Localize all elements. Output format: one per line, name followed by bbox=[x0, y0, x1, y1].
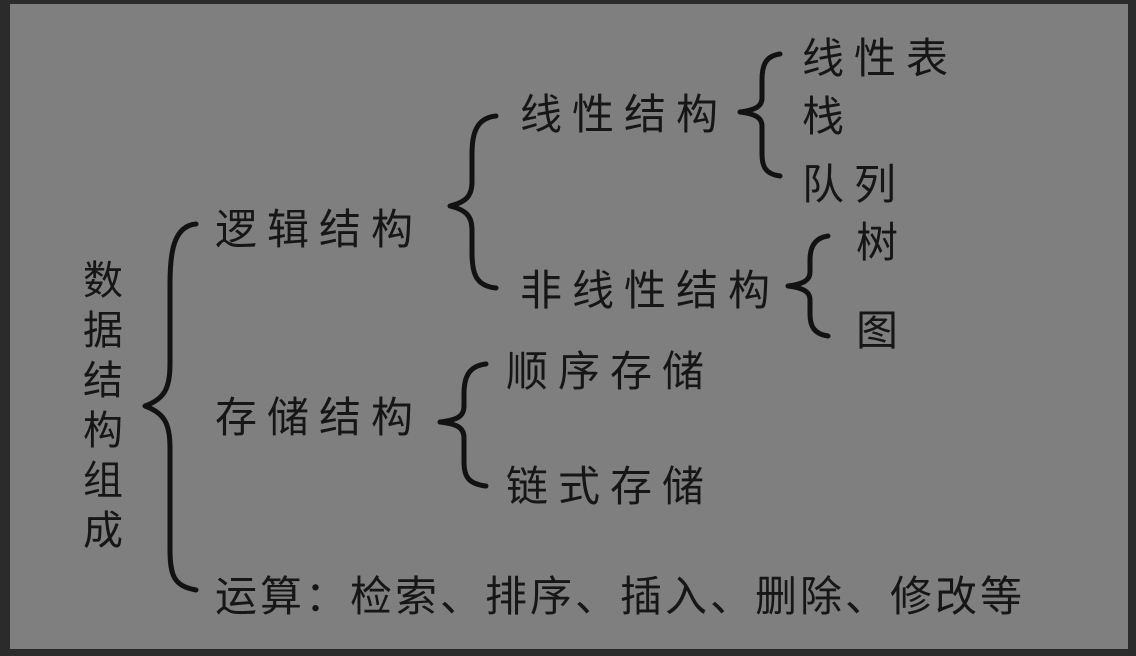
operations-label: 运算：检索、排序、插入、删除、修改等 bbox=[215, 572, 1026, 621]
nonlinear-item-tree: 树 bbox=[856, 218, 909, 267]
root-brace bbox=[142, 221, 199, 593]
storage-item-sequential: 顺序存储 bbox=[506, 347, 715, 396]
logical-brace bbox=[447, 113, 499, 291]
diagram-canvas: 数据结构组成 逻辑结构 线性结构 非线性结构 线性表 栈 队列 树 图 存储结构… bbox=[10, 4, 1128, 649]
linear-item-queue: 队列 bbox=[802, 160, 907, 209]
linear-structure-label: 线性结构 bbox=[520, 90, 729, 139]
nonlinear-structure-label: 非线性结构 bbox=[520, 266, 781, 315]
storage-structure-label: 存储结构 bbox=[215, 393, 424, 442]
linear-item-list: 线性表 bbox=[802, 34, 959, 83]
nonlinear-brace bbox=[785, 233, 831, 339]
storage-brace bbox=[437, 361, 489, 489]
nonlinear-item-graph: 图 bbox=[856, 306, 909, 355]
linear-brace bbox=[737, 51, 783, 179]
linear-item-stack: 栈 bbox=[802, 92, 855, 141]
braces-layer bbox=[142, 51, 831, 593]
storage-item-linked: 链式存储 bbox=[506, 462, 715, 511]
logical-structure-label: 逻辑结构 bbox=[215, 205, 424, 254]
root-label: 数据结构组成 bbox=[83, 258, 123, 554]
